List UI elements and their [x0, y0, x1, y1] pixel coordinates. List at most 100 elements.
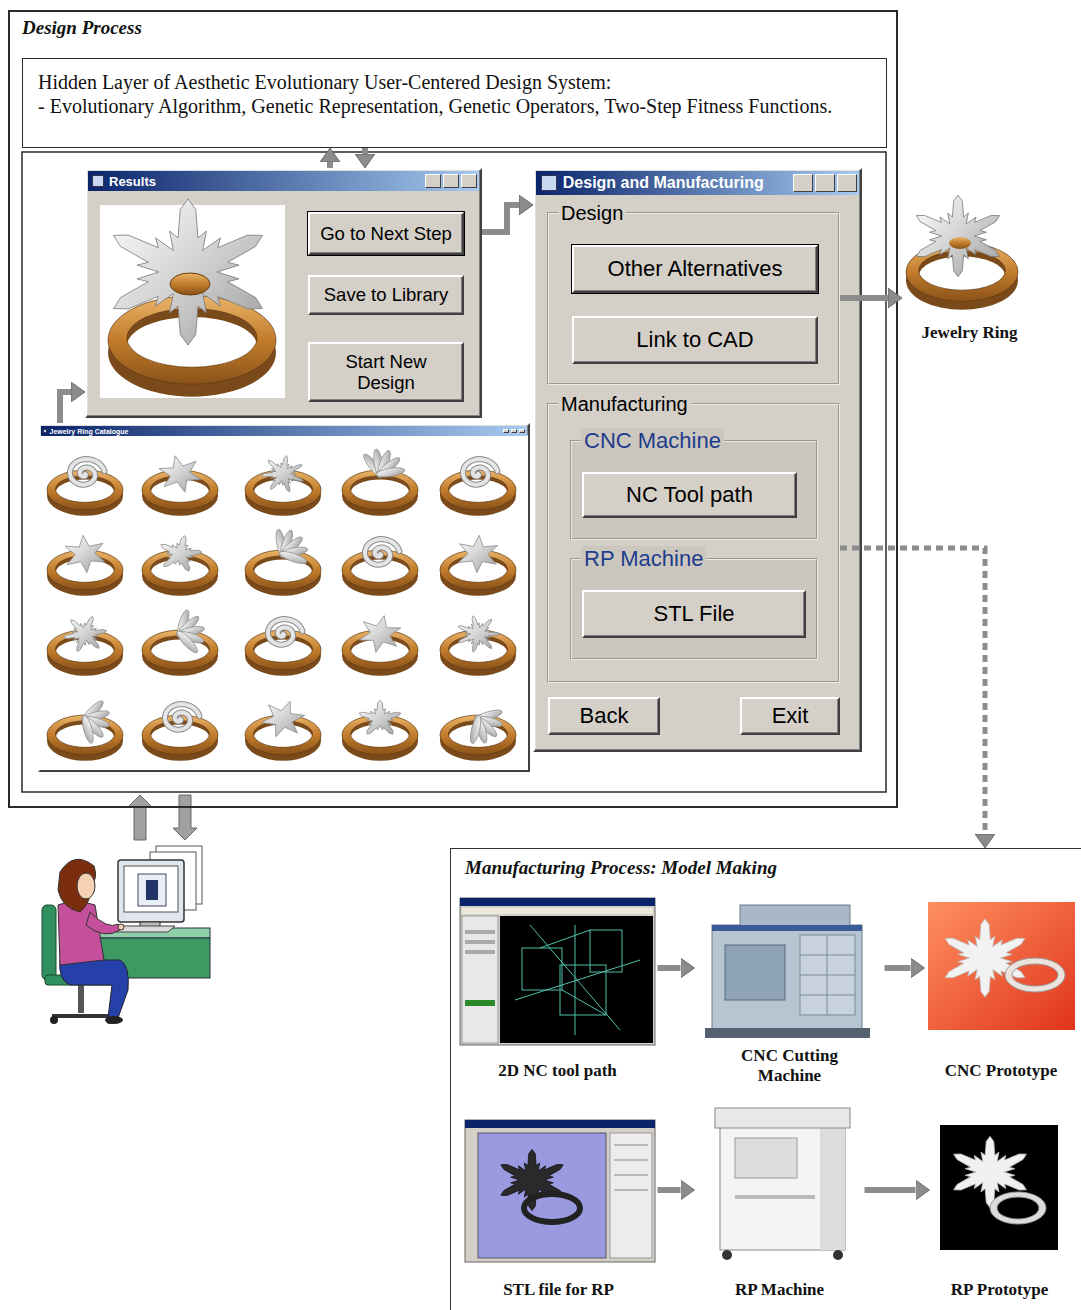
rect-shape	[740, 905, 850, 927]
ellipse-shape	[175, 629, 201, 656]
path-shape	[458, 535, 497, 572]
push-button: Other Alternatives	[572, 245, 818, 293]
illustration	[930, 1112, 1070, 1304]
illustration	[40, 425, 532, 774]
g-shape	[906, 195, 1018, 310]
group-box: RP MachineSTL File	[570, 558, 818, 660]
path-shape	[159, 456, 201, 492]
interface-frame	[22, 152, 886, 792]
ellipse-shape	[949, 237, 971, 249]
path-shape	[990, 1192, 1046, 1224]
push-button: Start New Design	[308, 342, 464, 402]
window-control	[443, 174, 459, 188]
path-shape	[524, 1194, 580, 1222]
window-control	[461, 174, 477, 188]
path-shape	[65, 535, 105, 572]
figure-caption: CNC Cutting Machine	[715, 1046, 865, 1086]
window-icon	[541, 175, 557, 191]
title-bar: Design and Manufacturing	[536, 171, 859, 195]
window-icon	[43, 429, 47, 433]
path-shape	[268, 619, 303, 645]
block-arrow	[128, 795, 152, 840]
figure-panel: RP Prototype	[930, 1112, 1070, 1304]
group-label: CNC Machine	[581, 428, 724, 454]
push-button: Exit	[740, 697, 840, 735]
button-label: Start New Design	[331, 351, 441, 394]
window-title: Design and Manufacturing	[563, 174, 764, 192]
g-shape	[705, 905, 870, 1038]
group-label: Design	[558, 201, 626, 225]
path-shape	[63, 616, 106, 651]
figure-caption: RP Prototype	[951, 1280, 1048, 1300]
block-arrow	[173, 795, 197, 840]
figure-caption: 2D NC tool path	[498, 1061, 617, 1081]
path-shape	[365, 539, 400, 565]
path-shape	[1005, 958, 1065, 992]
window-control	[425, 174, 441, 188]
path-shape	[86, 912, 120, 934]
button-label: STL File	[653, 601, 734, 626]
rect-shape	[465, 930, 495, 934]
path-shape	[463, 459, 498, 485]
rect-shape	[465, 1120, 655, 1262]
connector-arrow	[658, 965, 681, 971]
illustration	[458, 895, 658, 1085]
path-shape	[70, 459, 105, 485]
button-label: Other Alternatives	[608, 256, 783, 281]
g-shape	[928, 902, 1075, 1030]
path-shape	[359, 700, 401, 734]
window-control	[793, 174, 813, 192]
g-shape	[715, 1108, 850, 1260]
figure-panel: STL file for RP	[460, 1112, 658, 1304]
group-box: ManufacturingCNC MachineNC Tool pathRP M…	[547, 403, 840, 683]
rect-shape	[735, 1138, 797, 1178]
rect-shape	[462, 908, 653, 914]
app-window: Jewelry Ring Catalogue	[38, 423, 530, 772]
rect-shape	[590, 930, 622, 972]
group-label: Manufacturing	[558, 392, 691, 416]
rect-shape	[462, 916, 498, 1043]
push-button: Go to Next Step	[308, 212, 464, 255]
push-button: Save to Library	[308, 275, 464, 315]
ellipse-shape	[77, 873, 95, 899]
path-shape	[70, 459, 105, 485]
figure-caption: STL file for RP	[503, 1280, 614, 1300]
figure-caption: RP Machine	[735, 1280, 824, 1300]
g-shape	[465, 1120, 655, 1262]
rect-shape	[124, 866, 178, 912]
rect-shape	[465, 940, 495, 944]
path-shape	[261, 701, 304, 736]
rect-shape	[138, 874, 166, 906]
rect-shape	[715, 1108, 850, 1128]
path-shape	[440, 715, 516, 755]
figure-caption: Jewelry Ring	[922, 323, 1018, 343]
rect-shape	[712, 925, 862, 1030]
app-window: ResultsGo to Next StepSave to LibrarySta…	[85, 168, 482, 418]
connector-arrow	[658, 1187, 681, 1193]
path-shape	[614, 1145, 648, 1190]
connector-arrow	[362, 148, 368, 154]
path-shape	[458, 616, 500, 652]
path-shape	[165, 704, 200, 730]
rect-shape	[460, 898, 655, 906]
figure-panel: RP Machine	[695, 1105, 865, 1304]
window-control	[511, 429, 517, 433]
rect-shape	[928, 902, 1075, 1030]
path-shape	[161, 536, 202, 571]
rect-shape	[118, 860, 184, 922]
frame-box: Design ProcessHidden Layer of Aesthetic …	[8, 10, 898, 808]
rect-shape	[940, 1125, 1058, 1250]
path-shape	[58, 859, 96, 912]
rect-shape	[735, 1195, 815, 1199]
button-label: Save to Library	[324, 284, 448, 305]
rect-shape	[465, 950, 495, 954]
rect-shape	[146, 880, 158, 900]
figure-panel: CNC Cutting Machine	[695, 895, 885, 1090]
rect-shape	[42, 905, 56, 980]
layer-text: - Evolutionary Algorithm, Genetic Repres…	[38, 94, 867, 118]
ellipse-shape	[105, 1016, 123, 1024]
window-controls	[425, 174, 479, 188]
rect-shape	[522, 948, 562, 990]
button-label: Link to CAD	[636, 327, 753, 352]
window-controls	[793, 174, 859, 192]
